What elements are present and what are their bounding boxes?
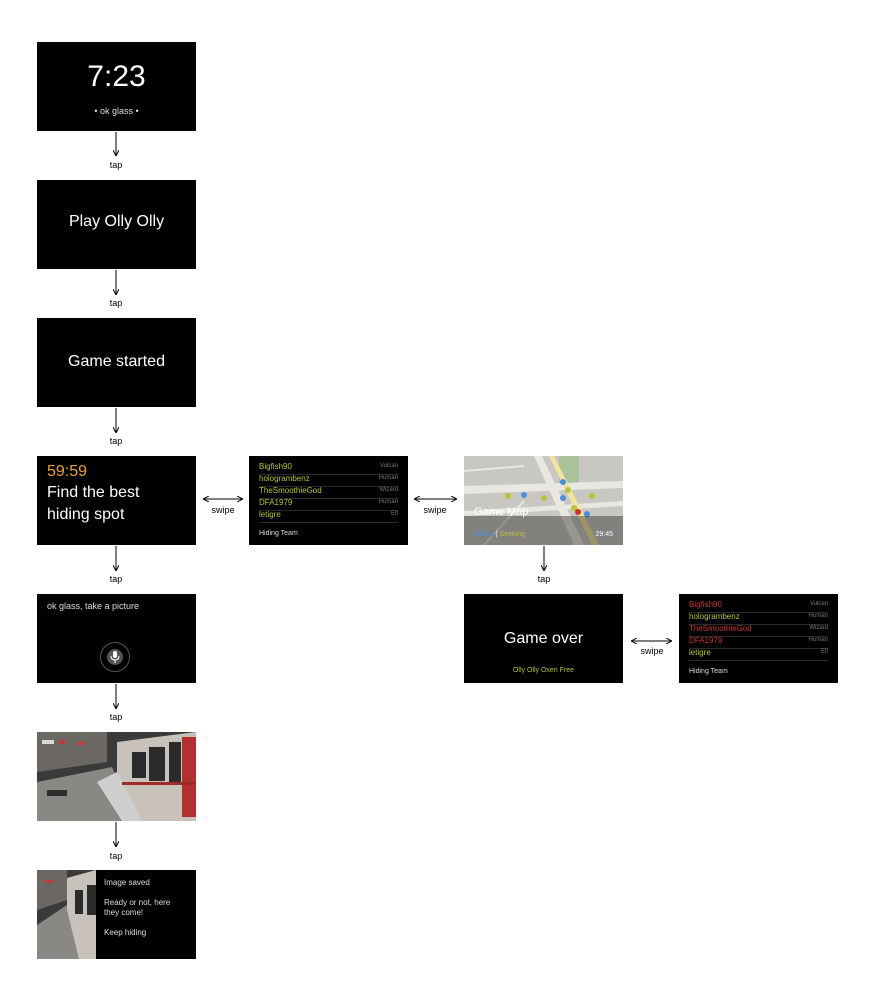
saved-card[interactable]: Image saved Ready or not, here they come… — [37, 870, 196, 959]
tap-label-2: tap — [109, 298, 123, 308]
saved-line-4: Keep hiding — [104, 928, 147, 937]
table-row: TheSmoothieGod Wizard — [259, 486, 398, 499]
hint-text: ok glass — [99, 106, 134, 116]
tap-label-3: tap — [109, 436, 123, 446]
player-name: TheSmoothieGod — [259, 486, 322, 495]
hiding-line-2: hiding spot — [47, 506, 125, 523]
subway-photo — [37, 732, 196, 821]
map-card[interactable]: Game Map Hiding | Seeking 29:45 — [464, 456, 623, 545]
swipe-label-1: swipe — [211, 505, 235, 515]
player-name: letigre — [689, 648, 711, 657]
microphone-icon — [110, 651, 120, 663]
map-markers — [505, 479, 595, 517]
game-over-title: Game over — [503, 630, 584, 647]
player-race: Human — [808, 637, 828, 643]
player-race: Elf — [390, 511, 398, 517]
game-map — [464, 456, 623, 545]
hiding-card[interactable]: 59:59 Find the best hiding spot — [37, 456, 196, 545]
player-name: Bigfish90 — [259, 462, 292, 471]
team-b-footer: Hiding Team — [689, 668, 728, 675]
player-race: Wizard — [809, 625, 828, 631]
clock-time: 7:23 — [87, 60, 146, 93]
started-card[interactable]: Game started — [37, 318, 196, 407]
saved-line-3: they come! — [104, 908, 144, 917]
mic-button[interactable] — [100, 642, 130, 672]
swipe-label-2: swipe — [423, 505, 447, 515]
map-title: Game Map — [474, 506, 529, 518]
table-row: hologrambenz Human — [689, 612, 828, 625]
home-card[interactable]: 7:23 • ok glass • — [37, 42, 196, 131]
map-timer: 29:45 — [595, 531, 613, 538]
player-name: letigre — [259, 510, 281, 519]
team-a-footer: Hiding Team — [259, 530, 298, 537]
legend-separator: | — [495, 531, 498, 538]
player-race: Human — [378, 475, 398, 481]
table-row: DFA1979 Human — [689, 636, 828, 649]
tap-label-6: tap — [109, 851, 123, 861]
saved-line-1: Image saved — [104, 878, 150, 887]
ok-glass-hint: • ok glass • — [37, 106, 196, 116]
play-title: Play Olly Olly — [68, 213, 165, 230]
player-name: Bigfish90 — [689, 600, 722, 609]
legend-hiding: Hiding — [474, 531, 494, 538]
game-over-subtitle: Olly Olly Oxen Free — [512, 667, 575, 674]
player-name: hologrambenz — [259, 474, 310, 483]
hiding-timer: 59:59 — [47, 463, 88, 480]
photo-card[interactable] — [37, 732, 196, 821]
player-name: hologrambenz — [689, 612, 740, 621]
hint-dot-right-icon: • — [135, 106, 139, 116]
saved-line-2: Ready or not, here — [104, 898, 171, 907]
legend-seeking: Seeking — [499, 531, 525, 538]
player-name: DFA1979 — [689, 636, 723, 645]
table-row: TheSmoothieGod Wizard — [689, 624, 828, 637]
table-row: hologrambenz Human — [259, 474, 398, 487]
table-row: letigre Elf — [259, 510, 398, 523]
started-title: Game started — [68, 353, 165, 370]
tap-label-1: tap — [109, 160, 123, 170]
player-race: Vulcan — [379, 463, 398, 469]
tap-label-map: tap — [537, 574, 551, 584]
tap-label-4: tap — [109, 574, 123, 584]
player-race: Elf — [820, 649, 828, 655]
play-card[interactable]: Play Olly Olly — [37, 180, 196, 269]
table-row: DFA1979 Human — [259, 498, 398, 511]
picture-card[interactable]: ok glass, take a picture — [37, 594, 196, 683]
table-row: Bigfish90 Vulcan — [259, 462, 398, 475]
player-name: TheSmoothieGod — [689, 624, 752, 633]
picture-command: ok glass, take a picture — [47, 601, 140, 611]
table-row: letigre Elf — [689, 648, 828, 661]
tap-label-5: tap — [109, 712, 123, 722]
game-over-card[interactable]: Game over Olly Olly Oxen Free — [464, 594, 623, 683]
player-name: DFA1979 — [259, 498, 293, 507]
player-race: Human — [378, 499, 398, 505]
hiding-line-1: Find the best — [47, 484, 140, 501]
player-race: Wizard — [379, 487, 398, 493]
player-race: Vulcan — [809, 601, 828, 607]
swipe-label-3: swipe — [640, 646, 664, 656]
table-row: Bigfish90 Vulcan — [689, 600, 828, 613]
map-legend: Hiding | Seeking — [474, 531, 525, 538]
saved-photo-thumbnail — [37, 870, 96, 959]
player-race: Human — [808, 613, 828, 619]
hint-dot-left-icon: • — [94, 106, 98, 116]
